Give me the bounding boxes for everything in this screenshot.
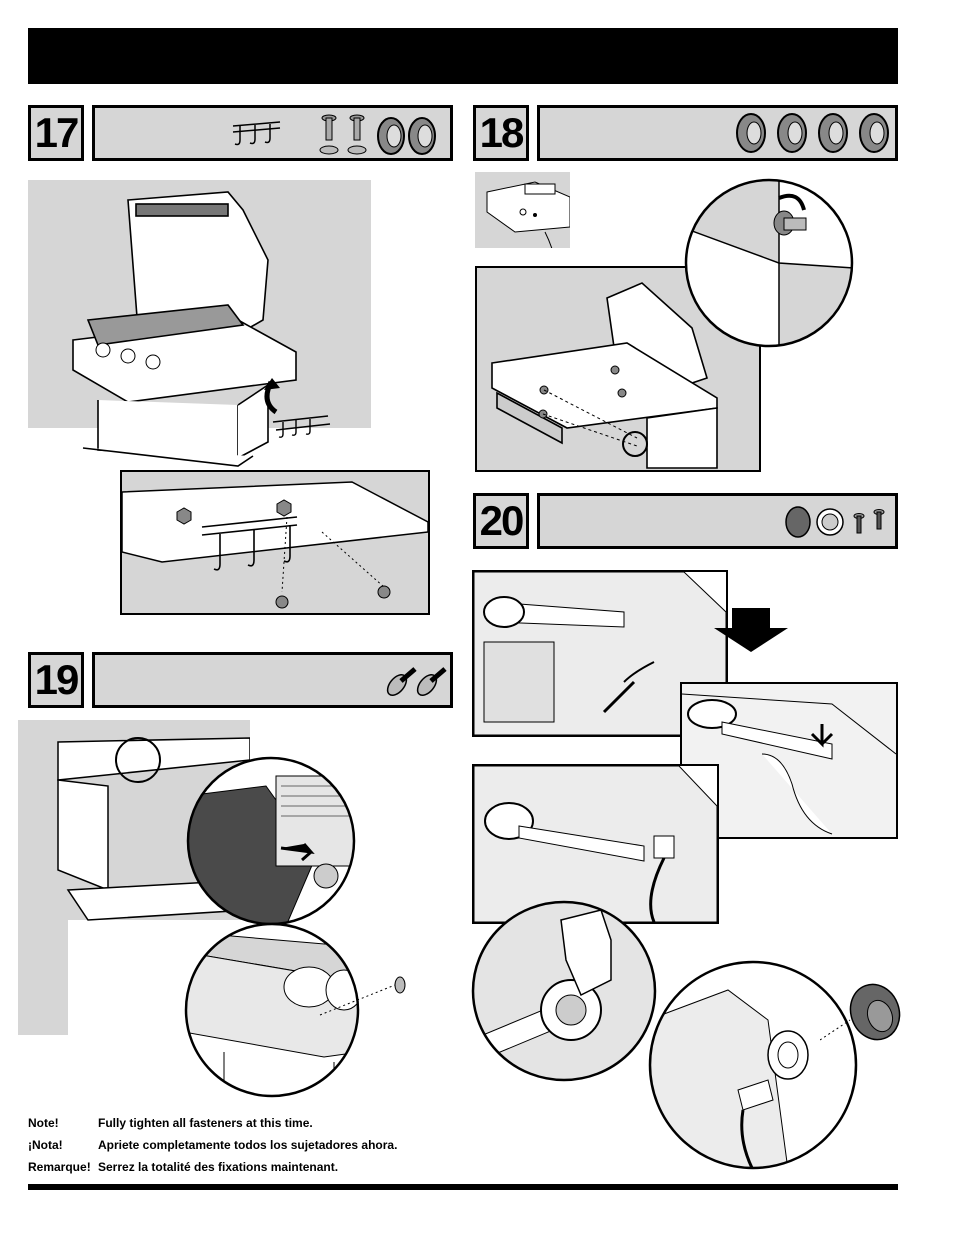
note-key: ¡Nota! — [28, 1138, 63, 1152]
note-text: Fully tighten all fasteners at this time… — [98, 1116, 313, 1130]
step-18-detail-magnifier — [684, 178, 854, 348]
step-18-parts-header — [537, 105, 898, 161]
step-18-number: 18 — [473, 105, 529, 161]
step-20-number: 20 — [473, 493, 529, 549]
nut-icon — [377, 117, 436, 155]
note-row-fr: Remarque! Serrez la totalité des fixatio… — [28, 1156, 397, 1178]
step-17-parts-header — [92, 105, 453, 161]
top-bar — [28, 28, 898, 84]
nut-icon — [736, 113, 889, 153]
note-key: Remarque! — [28, 1160, 91, 1174]
step-20-parts-header — [537, 493, 898, 549]
note-text: Serrez la totalité des fixations mainten… — [98, 1160, 339, 1174]
step-20-burner-panel-a — [472, 570, 728, 737]
note-row-en: Note! Fully tighten all fasteners at thi… — [28, 1112, 397, 1134]
step-19-number: 19 — [28, 652, 84, 708]
note-text: Apriete completamente todos los sujetado… — [98, 1138, 398, 1152]
screw-icon — [319, 976, 406, 1016]
knob-icon — [785, 506, 811, 538]
fastener-notes: Note! Fully tighten all fasteners at thi… — [28, 1112, 397, 1178]
step-19-detail-magnifier-top — [186, 756, 356, 926]
knob-icon — [820, 983, 901, 1041]
bezel-icon — [816, 508, 844, 536]
screw-icon — [853, 509, 885, 534]
step-20-detail-magnifier-right — [648, 960, 858, 1170]
screw-icon — [386, 667, 447, 696]
bottom-bar — [28, 1184, 898, 1190]
bolt-icon — [319, 114, 367, 155]
note-key: Note! — [28, 1116, 59, 1130]
step-17-number: 17 — [28, 105, 84, 161]
down-arrow-icon — [714, 608, 788, 652]
grill-drawing — [72, 191, 331, 467]
step-19-parts-header — [92, 652, 453, 708]
step-18-shelf-thumbnail — [475, 172, 570, 248]
step-19-detail-magnifier-bottom — [184, 922, 360, 1098]
step-20-detail-magnifier-left — [471, 900, 657, 1082]
step-20-burner-panel-c — [472, 764, 719, 924]
step-17-hook-detail — [120, 470, 430, 615]
note-row-es: ¡Nota! Apriete completamente todos los s… — [28, 1134, 397, 1156]
hook-icon — [232, 121, 281, 146]
